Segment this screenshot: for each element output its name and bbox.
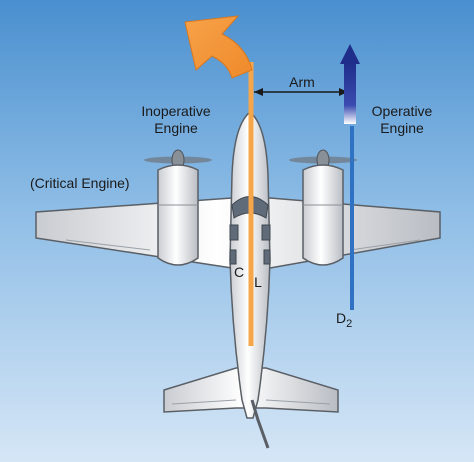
yaw-arrow: [184, 15, 253, 79]
arm-label: Arm: [289, 74, 315, 90]
left-engine-nacelle: [144, 149, 212, 266]
right-engine-nacelle: [289, 149, 357, 266]
inoperative-engine-line1: Inoperative: [141, 103, 211, 119]
arm-dimension: [254, 88, 348, 96]
drag-subscript: 2: [346, 318, 353, 330]
critical-engine-label: (Critical Engine): [30, 175, 130, 191]
centerline-l-label: L: [254, 274, 262, 290]
drag-d: D: [336, 310, 347, 326]
vertical-tail: [250, 399, 270, 449]
inoperative-engine-line2: Engine: [154, 120, 198, 136]
operative-engine-line2: Engine: [380, 120, 424, 136]
drag-label: D2: [336, 310, 352, 333]
centerline-c-label: C: [233, 264, 245, 280]
inoperative-engine-label: Inoperative Engine: [128, 103, 224, 137]
operative-engine-line1: Operative: [371, 103, 433, 119]
operative-engine-label: Operative Engine: [360, 103, 444, 137]
thrust-arrow: [340, 44, 360, 124]
